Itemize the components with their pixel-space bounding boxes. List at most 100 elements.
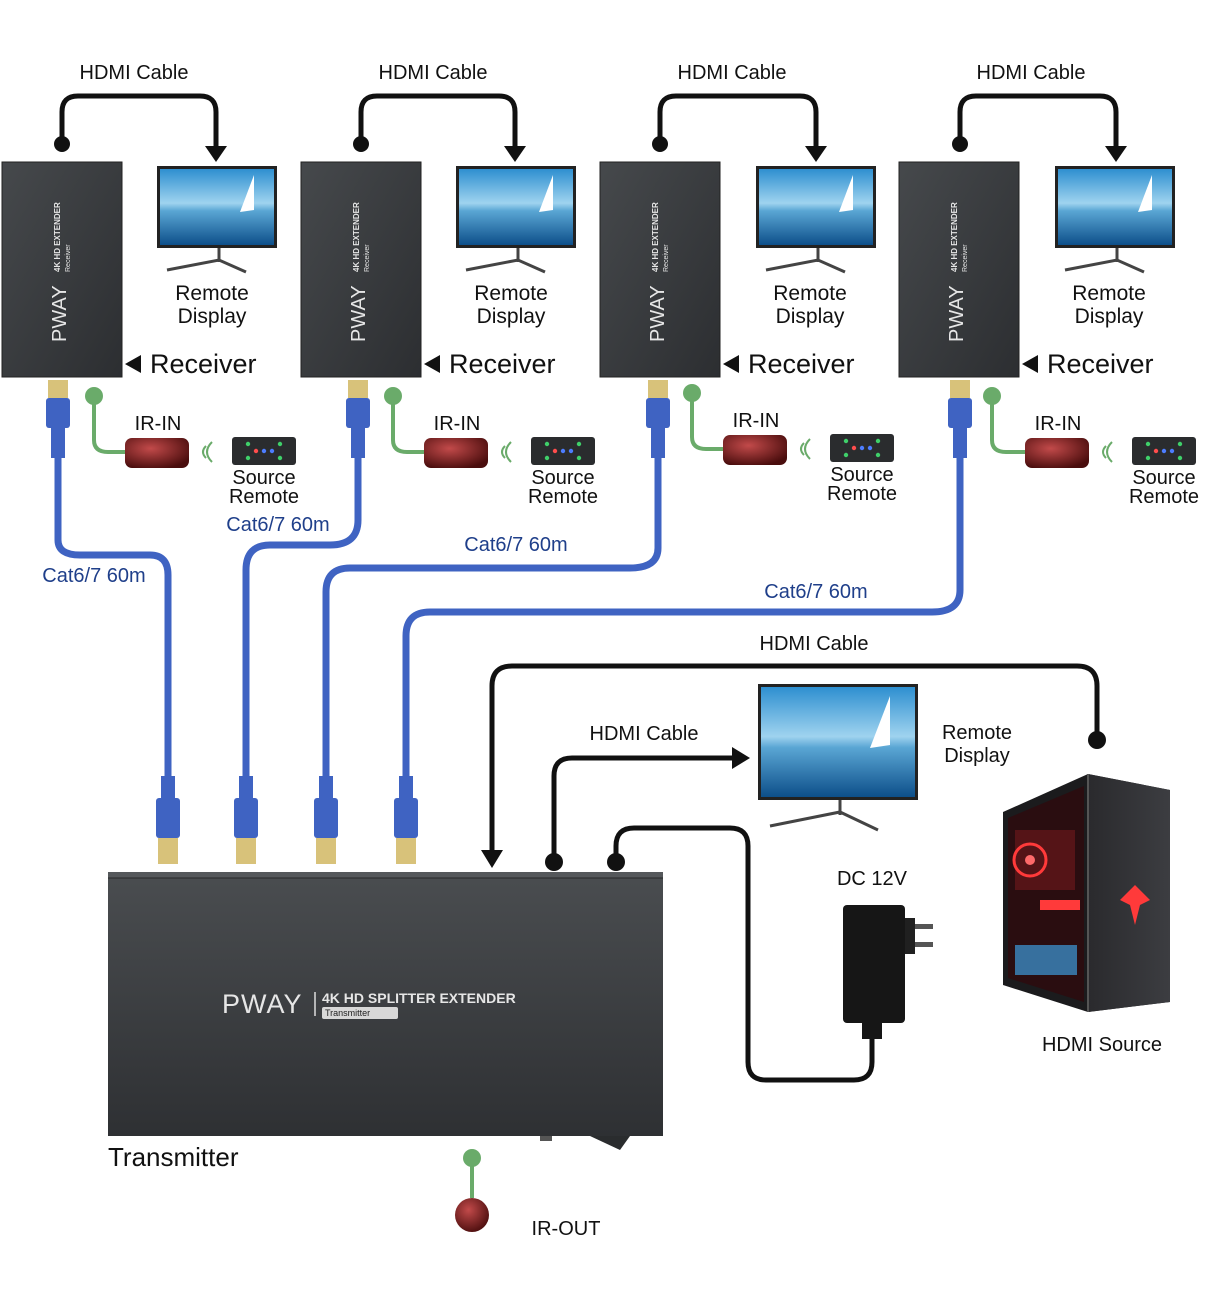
hdmi-cable-label-4: HDMI Cable (977, 62, 1086, 84)
remote-display-label-2b: Display (477, 305, 546, 328)
cat-cables (54, 451, 964, 784)
receiver-device-2: PWAY 4K HD EXTENDER Receiver (300, 161, 422, 378)
ir-out-label: IR-OUT (532, 1218, 601, 1240)
receiver-hdmi-cable-4 (952, 93, 1127, 162)
cat-cable-3 (322, 451, 662, 784)
ir-receiver-icon (723, 435, 787, 465)
source-remote-label-1a: Source (232, 467, 295, 489)
receiver-device-4: PWAY 4K HD EXTENDER Receiver (898, 161, 1020, 378)
source-hdmi-cable (481, 663, 1106, 868)
receiver-label-2: Receiver (449, 349, 556, 379)
power-label: DC 12V (837, 868, 908, 890)
receiver-label-3: Receiver (748, 349, 855, 379)
source-hdmi-cable-label: HDMI Cable (760, 633, 869, 655)
power-cable (607, 825, 875, 1083)
pointer-triangle-icon (723, 355, 739, 373)
source-remote-label-3a: Source (830, 464, 893, 486)
cat-cable-label-2: Cat6/7 60m (226, 514, 329, 536)
receiver-model-2: 4K HD EXTENDER (352, 202, 361, 272)
receiver-tag-1: Receiver (65, 244, 72, 272)
hdmi-source-label: HDMI Source (1042, 1034, 1162, 1056)
remote-display-label-3b: Display (776, 305, 845, 328)
cat-cable-label-4: Cat6/7 60m (764, 581, 867, 603)
source-remote-label-4b: Remote (1129, 486, 1199, 508)
local-display-hdmi-cable (545, 747, 750, 871)
receiver-brand-4: PWAY (946, 285, 968, 342)
remote-display-label-2a: Remote (474, 282, 548, 305)
receiver-hdmi-cable-2 (353, 93, 526, 162)
rj45-plug-icon (948, 380, 972, 458)
receiver-hdmi-cable-1 (54, 93, 227, 162)
cat-cable-1 (54, 451, 172, 784)
receiver-model-3: 4K HD EXTENDER (651, 202, 660, 272)
ir-in-label-3: IR-IN (733, 410, 780, 432)
rj45-plug-icon (46, 380, 70, 458)
transmitter-brand: PWAY (222, 989, 303, 1019)
receiver-hdmi-cable-3 (652, 93, 827, 162)
source-remote-icon (501, 437, 595, 465)
receiver-label-1: Receiver (150, 349, 257, 379)
ir-in-label-2: IR-IN (434, 413, 481, 435)
receiver-tag-3: Receiver (663, 244, 670, 272)
hdmi-cable-label-1: HDMI Cable (80, 62, 189, 84)
hdmi-cable-label-2: HDMI Cable (379, 62, 488, 84)
local-display-label-b: Display (944, 745, 1010, 767)
power-adapter-icon (843, 905, 933, 1039)
source-remote-label-3b: Remote (827, 483, 897, 505)
remote-display-1 (157, 166, 277, 274)
rj45-plugs-top (46, 380, 972, 458)
source-remote-icon (202, 437, 296, 465)
transmitter-model: 4K HD SPLITTER EXTENDER (322, 990, 516, 1006)
source-remote-icon (800, 434, 894, 462)
receiver-device-1: PWAY 4K HD EXTENDER Receiver (1, 161, 123, 378)
receiver-hdmi-cables (54, 93, 1127, 162)
pointer-triangle-icon (125, 355, 141, 373)
source-remote-icon (1102, 437, 1196, 465)
remote-display-4 (1055, 166, 1175, 274)
cat-cable-2 (242, 451, 362, 784)
local-display-cable-label: HDMI Cable (590, 723, 699, 745)
rj45-plugs-bottom (156, 776, 418, 864)
rj45-plug-icon (156, 776, 180, 864)
receiver-tag-2: Receiver (364, 244, 371, 272)
ir-receiver-icon (1025, 438, 1089, 468)
source-remote-label-4a: Source (1132, 467, 1195, 489)
pc-tower-icon (1003, 774, 1170, 1012)
pointer-triangle-icon (424, 355, 440, 373)
hdmi-cable-label-3: HDMI Cable (678, 62, 787, 84)
ir-in-assemblies (85, 384, 1089, 468)
transmitter-tag: Transmitter (325, 1008, 370, 1018)
receiver-brand-1: PWAY (49, 285, 71, 342)
receiver-brand-2: PWAY (348, 285, 370, 342)
cat-cable-4 (402, 451, 964, 784)
remote-display-3 (756, 166, 876, 274)
cat-cable-label-3: Cat6/7 60m (464, 534, 567, 556)
rj45-plug-icon (646, 380, 670, 458)
remote-display-label-4a: Remote (1072, 282, 1146, 305)
receiver-brand-3: PWAY (647, 285, 669, 342)
source-remotes (202, 434, 1196, 465)
ir-receiver-icon (424, 438, 488, 468)
ir-in-label-4: IR-IN (1035, 413, 1082, 435)
remote-display-label-4b: Display (1075, 305, 1144, 328)
ir-receiver-icon (125, 438, 189, 468)
source-remote-label-2a: Source (531, 467, 594, 489)
source-remote-label-1b: Remote (229, 486, 299, 508)
local-remote-display (758, 684, 918, 832)
remote-display-label-3a: Remote (773, 282, 847, 305)
receiver-tag-4: Receiver (962, 244, 969, 272)
cat-cable-label-1: Cat6/7 60m (42, 565, 145, 587)
transmitter-label: Transmitter (108, 1142, 239, 1172)
local-display-label-a: Remote (942, 722, 1012, 744)
rj45-plug-icon (234, 776, 258, 864)
receiver-label-4: Receiver (1047, 349, 1154, 379)
remote-display-2 (456, 166, 576, 274)
remote-display-label-1b: Display (178, 305, 247, 328)
remote-display-label-1a: Remote (175, 282, 249, 305)
pointer-triangle-icon (1022, 355, 1038, 373)
rj45-plug-icon (314, 776, 338, 864)
source-remote-label-2b: Remote (528, 486, 598, 508)
receiver-model-4: 4K HD EXTENDER (950, 202, 959, 272)
transmitter-device: PWAY 4K HD SPLITTER EXTENDER Transmitter (108, 872, 663, 1150)
